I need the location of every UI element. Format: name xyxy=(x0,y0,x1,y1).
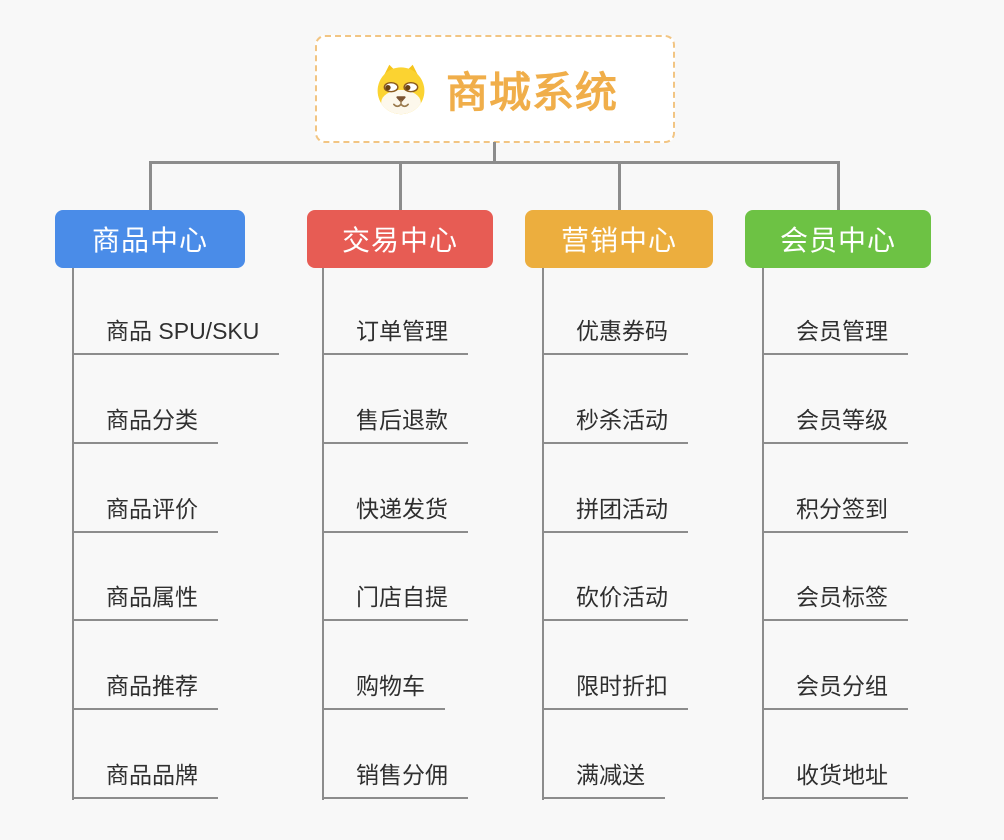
dog-face-icon xyxy=(377,64,425,115)
root-stem-line xyxy=(493,142,496,162)
drop-line xyxy=(618,161,621,210)
trunk-line xyxy=(762,268,764,800)
leaf-item[interactable]: 积分签到 xyxy=(762,494,908,533)
leaf-item[interactable]: 秒杀活动 xyxy=(542,405,688,444)
leaf-item[interactable]: 快递发货 xyxy=(322,494,468,533)
leaf-item[interactable]: 满减送 xyxy=(542,760,665,799)
leaf-item[interactable]: 限时折扣 xyxy=(542,671,688,710)
root-node[interactable]: 商城系统 xyxy=(315,35,675,143)
trunk-line xyxy=(322,268,324,800)
root-title: 商城系统 xyxy=(445,68,618,116)
leaf-item[interactable]: 砍价活动 xyxy=(542,582,688,621)
drop-line xyxy=(837,161,840,210)
leaf-item[interactable]: 会员分组 xyxy=(762,671,908,710)
leaf-item[interactable]: 售后退款 xyxy=(322,405,468,444)
rail-line xyxy=(149,161,840,164)
branch-header-member[interactable]: 会员中心 xyxy=(745,210,931,268)
leaf-item[interactable]: 商品品牌 xyxy=(72,760,218,799)
branch-header-marketing[interactable]: 营销中心 xyxy=(525,210,713,268)
leaf-item[interactable]: 拼团活动 xyxy=(542,494,688,533)
leaf-item[interactable]: 优惠券码 xyxy=(542,316,688,355)
leaf-item[interactable]: 会员管理 xyxy=(762,316,908,355)
branch-header-product[interactable]: 商品中心 xyxy=(55,210,245,268)
leaf-item[interactable]: 会员等级 xyxy=(762,405,908,444)
branch-header-trade[interactable]: 交易中心 xyxy=(307,210,493,268)
trunk-line xyxy=(542,268,544,800)
drop-line xyxy=(399,161,402,210)
leaf-item[interactable]: 会员标签 xyxy=(762,582,908,621)
leaf-item[interactable]: 购物车 xyxy=(322,671,445,710)
drop-line xyxy=(149,161,152,210)
leaf-item[interactable]: 商品评价 xyxy=(72,494,218,533)
leaf-item[interactable]: 商品推荐 xyxy=(72,671,218,710)
leaf-item[interactable]: 收货地址 xyxy=(762,760,908,799)
leaf-item[interactable]: 销售分佣 xyxy=(322,760,468,799)
leaf-item[interactable]: 商品属性 xyxy=(72,582,218,621)
leaf-item[interactable]: 订单管理 xyxy=(322,316,468,355)
leaf-item[interactable]: 门店自提 xyxy=(322,582,468,621)
leaf-item[interactable]: 商品分类 xyxy=(72,405,218,444)
trunk-line xyxy=(72,268,74,800)
leaf-item[interactable]: 商品 SPU/SKU xyxy=(72,316,280,355)
